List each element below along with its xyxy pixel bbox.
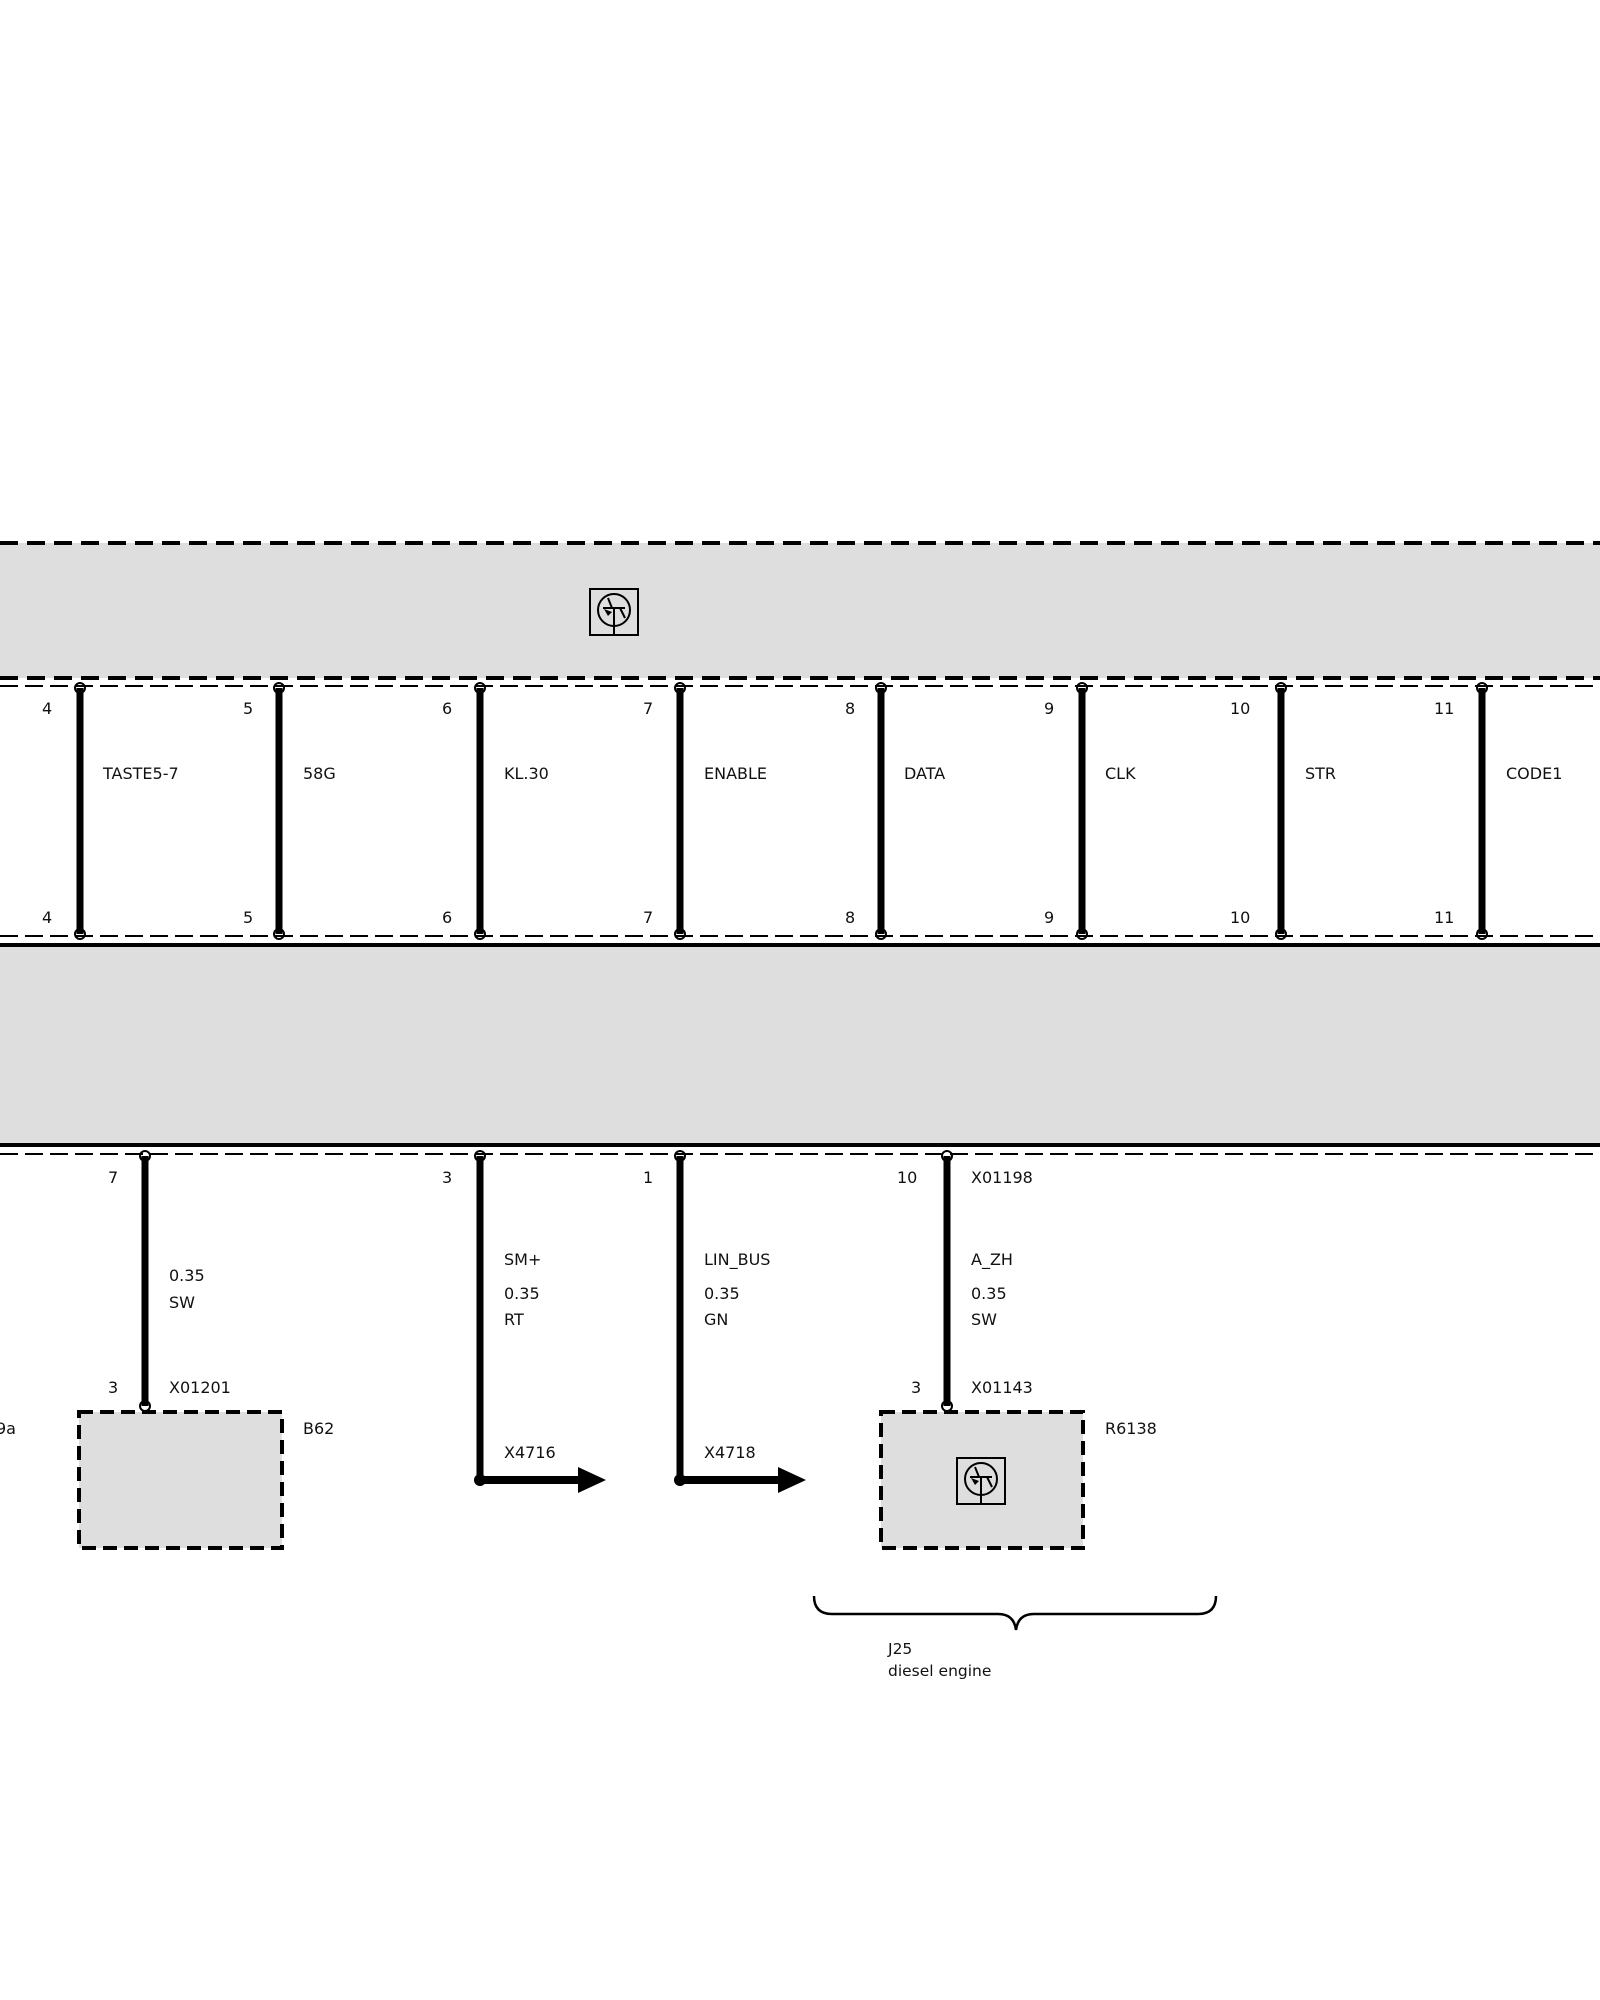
pin-top-4: 4 xyxy=(42,699,52,718)
pin-top-10: 10 xyxy=(1230,699,1250,718)
pin-bottom-7: 7 xyxy=(643,908,653,927)
pin-bottom-5: 5 xyxy=(243,908,253,927)
b62-wire-color: SW xyxy=(169,1293,195,1312)
pin-top-11: 11 xyxy=(1434,699,1454,718)
wire-sm-plus xyxy=(474,1150,606,1493)
a-zh-connector: X01198 xyxy=(971,1168,1033,1187)
left-edge-label: 9a xyxy=(0,1419,16,1438)
pin-bottom-4: 4 xyxy=(42,908,52,927)
r6138-pin: 3 xyxy=(911,1378,921,1397)
wire-6 xyxy=(1076,682,1088,940)
brace-description: diesel engine xyxy=(888,1662,991,1680)
sm-plus-color: RT xyxy=(504,1310,524,1329)
a-zh-pin: 10 xyxy=(897,1168,917,1187)
b62-label: B62 xyxy=(303,1419,334,1438)
pin-bottom-8: 8 xyxy=(845,908,855,927)
signal-code1: CODE1 xyxy=(1506,764,1562,783)
pin-top-6: 6 xyxy=(442,699,452,718)
a-zh-color: SW xyxy=(971,1310,997,1329)
pin-bottom-6: 6 xyxy=(442,908,452,927)
wire-5 xyxy=(875,682,887,940)
r6138-connector: X01143 xyxy=(971,1378,1033,1397)
pin-bottom-11: 11 xyxy=(1434,908,1454,927)
pin-bottom-10: 10 xyxy=(1230,908,1250,927)
pin-top-9: 9 xyxy=(1044,699,1054,718)
signal-kl30: KL.30 xyxy=(504,764,549,783)
lin-bus-signal: LIN_BUS xyxy=(704,1250,770,1270)
wire-3 xyxy=(474,682,486,940)
wire-7 xyxy=(1275,682,1287,940)
curly-brace xyxy=(812,1595,1218,1631)
signal-clk: CLK xyxy=(1105,764,1136,783)
pin-top-8: 8 xyxy=(845,699,855,718)
b62-connector: X01201 xyxy=(169,1378,231,1397)
b62-component xyxy=(77,1410,284,1550)
sm-plus-gauge: 0.35 xyxy=(504,1284,540,1303)
top-module-panel xyxy=(0,543,1600,678)
wire-b62 xyxy=(139,1150,151,1412)
signal-data: DATA xyxy=(904,764,945,783)
lin-bus-color: GN xyxy=(704,1310,728,1329)
a-zh-signal: A_ZH xyxy=(971,1250,1013,1270)
a-zh-gauge: 0.35 xyxy=(971,1284,1007,1303)
sm-plus-signal: SM+ xyxy=(504,1250,541,1269)
b62-wire-pin: 7 xyxy=(108,1168,118,1187)
transistor-icon xyxy=(589,588,639,636)
x4716-label: X4716 xyxy=(504,1443,556,1462)
pin-bottom-9: 9 xyxy=(1044,908,1054,927)
lin-bus-gauge: 0.35 xyxy=(704,1284,740,1303)
r6138-label: R6138 xyxy=(1105,1419,1157,1438)
wire-a-zh xyxy=(941,1150,953,1412)
signal-58g: 58G xyxy=(303,764,336,783)
wire-8 xyxy=(1476,682,1488,940)
signal-taste5-7: TASTE5-7 xyxy=(102,764,179,783)
lin-bus-pin: 1 xyxy=(643,1168,653,1187)
signal-str: STR xyxy=(1305,764,1336,783)
bottom-module-panel xyxy=(0,945,1600,1145)
b62-wire-gauge: 0.35 xyxy=(169,1266,205,1285)
transistor-icon xyxy=(956,1457,1006,1505)
wire-2 xyxy=(273,682,285,940)
pin-top-5: 5 xyxy=(243,699,253,718)
wire-4 xyxy=(674,682,686,940)
wire-1 xyxy=(74,682,86,940)
pin-top-7: 7 xyxy=(643,699,653,718)
sm-plus-pin: 3 xyxy=(442,1168,452,1187)
brace-code: J25 xyxy=(887,1640,912,1658)
wire-harness xyxy=(74,682,1488,940)
signal-enable: ENABLE xyxy=(704,764,767,783)
wire-lin-bus xyxy=(674,1150,806,1493)
b62-pin: 3 xyxy=(108,1378,118,1397)
x4718-label: X4718 xyxy=(704,1443,756,1462)
